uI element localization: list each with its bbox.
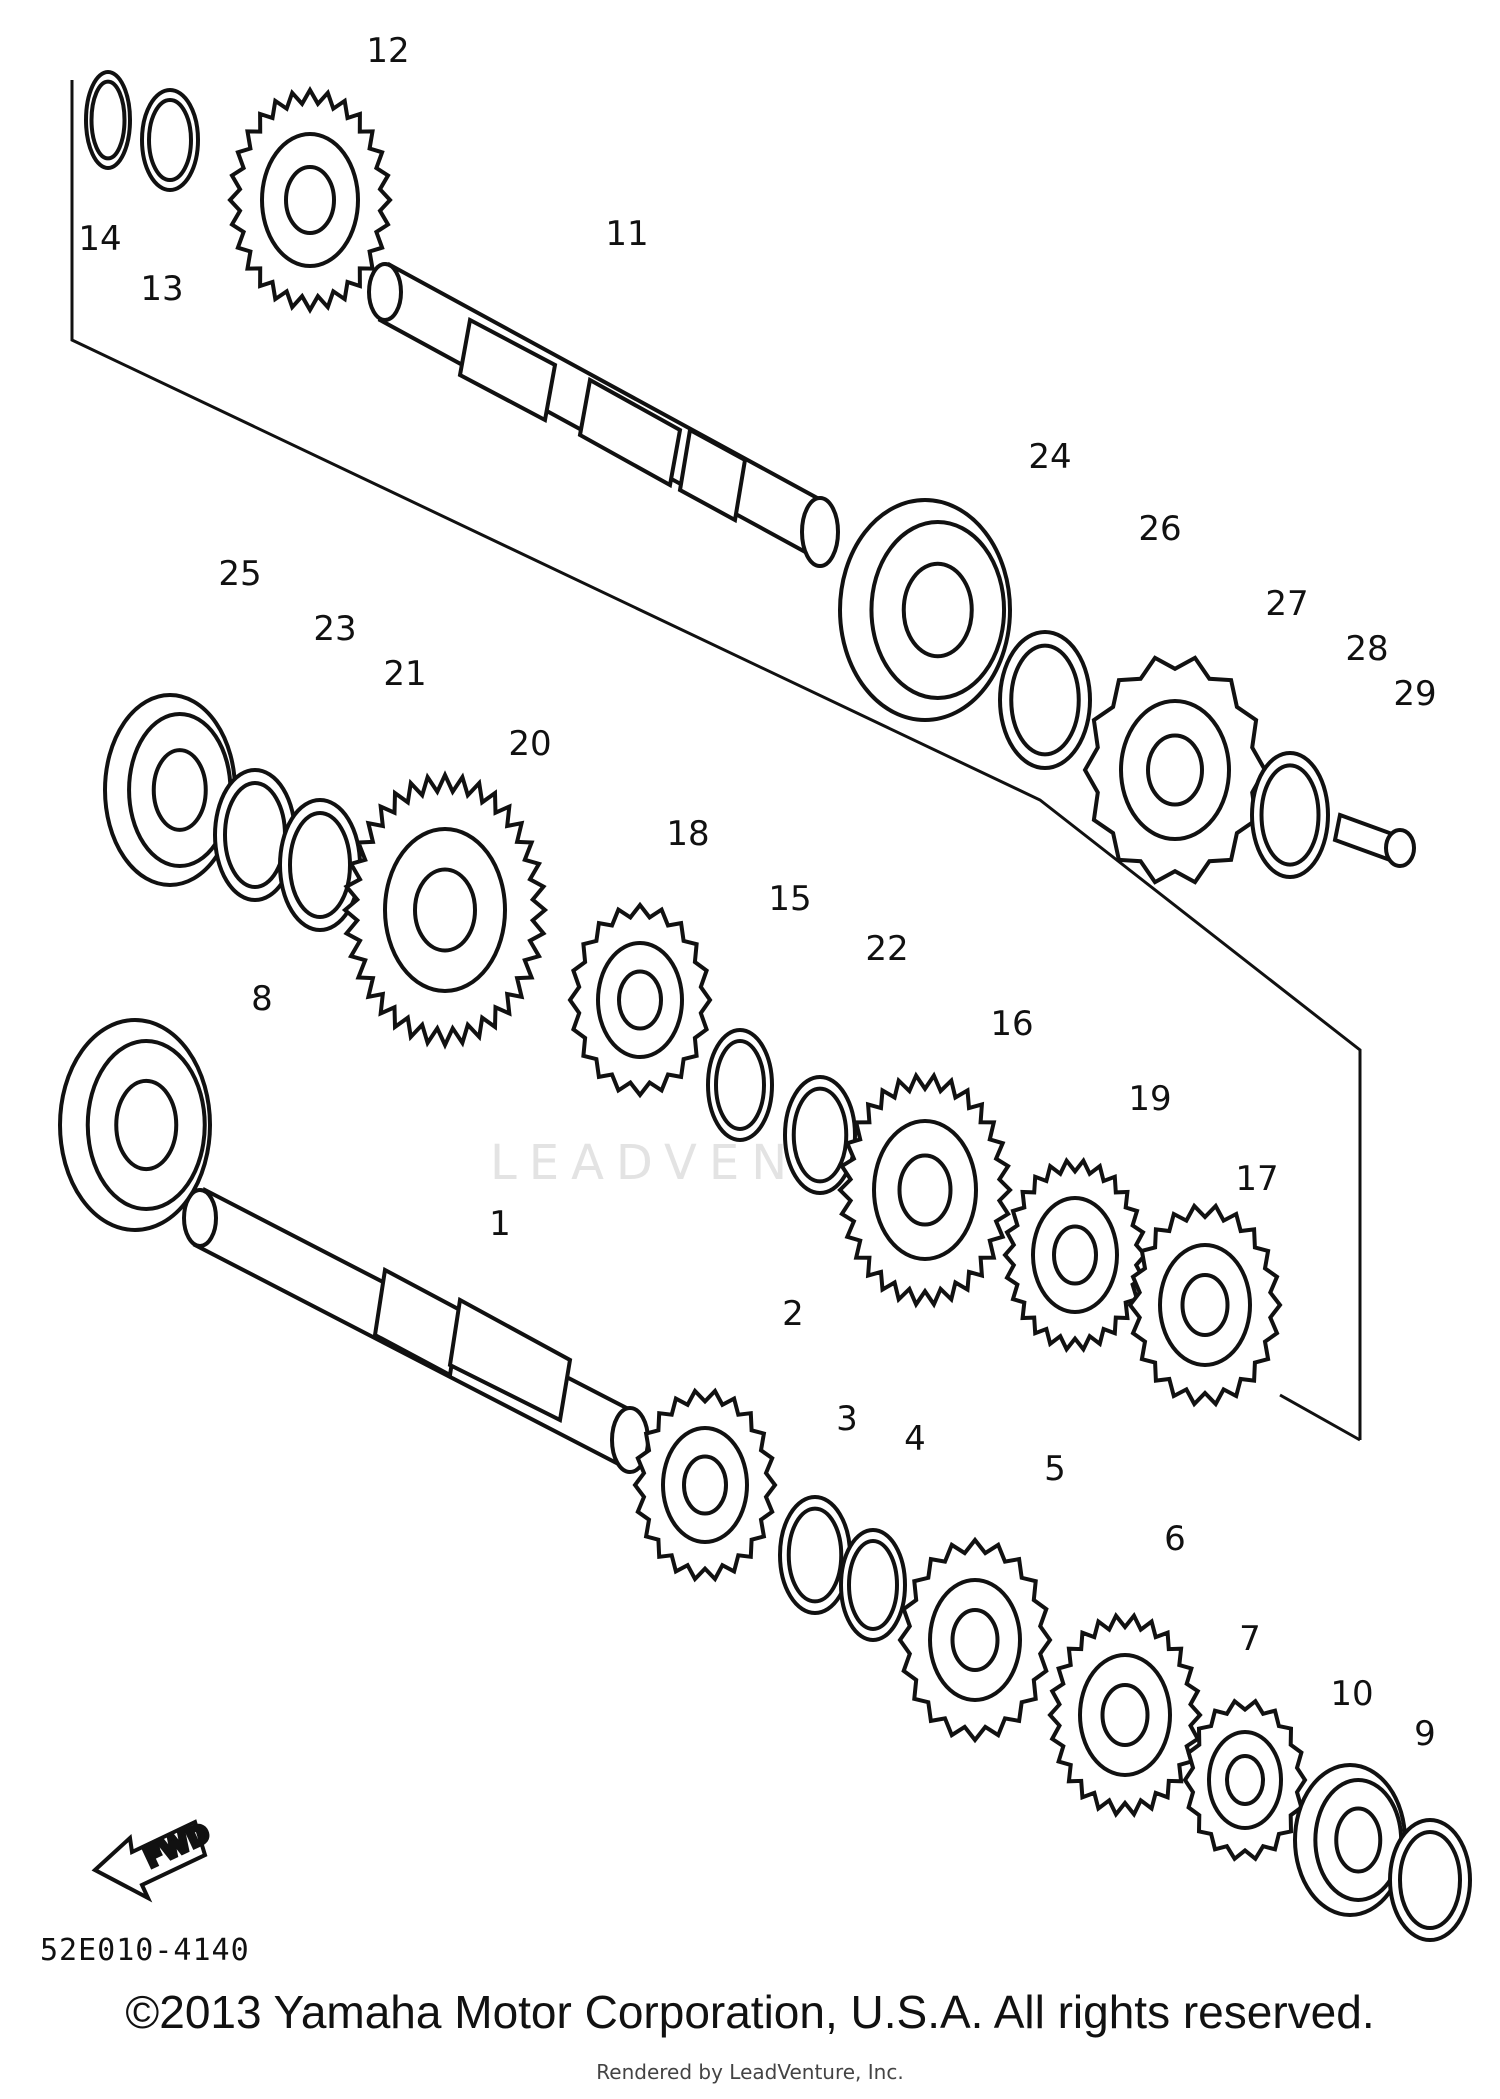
part-label-15: 15 bbox=[768, 879, 811, 919]
main-axle bbox=[367, 261, 840, 568]
washer-21 bbox=[278, 798, 362, 932]
rendered-by-credit: Rendered by LeadVenture, Inc. bbox=[596, 2060, 904, 2084]
gear-18 bbox=[567, 901, 713, 1099]
part-label-17: 17 bbox=[1235, 1159, 1278, 1199]
part-label-27: 27 bbox=[1265, 584, 1308, 624]
part-label-14: 14 bbox=[78, 219, 121, 259]
gear-5 bbox=[897, 1536, 1053, 1744]
part-label-19: 19 bbox=[1128, 1079, 1171, 1119]
oil-seal-26 bbox=[998, 630, 1092, 770]
part-label-11: 11 bbox=[605, 214, 648, 254]
part-label-28: 28 bbox=[1345, 629, 1388, 669]
parts-layer bbox=[58, 70, 1472, 1942]
circlip-3 bbox=[778, 1495, 852, 1615]
circlip-23 bbox=[213, 768, 297, 902]
part-label-4: 4 bbox=[904, 1419, 926, 1459]
washer-4 bbox=[839, 1528, 907, 1642]
gear-12 bbox=[227, 85, 393, 315]
circlip-14 bbox=[84, 70, 132, 170]
part-label-21: 21 bbox=[383, 654, 426, 694]
gear-6 bbox=[1047, 1611, 1203, 1819]
part-label-23: 23 bbox=[313, 609, 356, 649]
part-label-16: 16 bbox=[990, 1004, 1033, 1044]
part-label-24: 24 bbox=[1028, 437, 1071, 477]
gear-19 bbox=[1002, 1156, 1148, 1354]
part-label-26: 26 bbox=[1138, 509, 1181, 549]
circlip-15 bbox=[706, 1028, 774, 1142]
bearing-24 bbox=[838, 498, 1012, 722]
part-label-6: 6 bbox=[1164, 1519, 1186, 1559]
part-label-2: 2 bbox=[782, 1294, 804, 1334]
part-label-12: 12 bbox=[366, 31, 409, 71]
washer-22 bbox=[783, 1075, 857, 1195]
part-label-1: 1 bbox=[489, 1204, 511, 1244]
part-label-20: 20 bbox=[508, 724, 551, 764]
oil-seal-9 bbox=[1388, 1818, 1472, 1942]
gear-17 bbox=[1127, 1202, 1283, 1408]
part-label-10: 10 bbox=[1330, 1674, 1373, 1714]
sprocket-27 bbox=[1082, 655, 1268, 885]
gear-7 bbox=[1182, 1698, 1308, 1862]
part-label-29: 29 bbox=[1393, 674, 1436, 714]
lock-washer-28 bbox=[1250, 751, 1330, 879]
part-label-5: 5 bbox=[1044, 1449, 1066, 1489]
gear-20 bbox=[341, 770, 549, 1050]
gear-2 bbox=[632, 1387, 778, 1583]
part-label-18: 18 bbox=[666, 814, 709, 854]
part-label-25: 25 bbox=[218, 554, 261, 594]
copyright-notice: ©2013 Yamaha Motor Corporation, U.S.A. A… bbox=[125, 1986, 1375, 2038]
bearing-10 bbox=[1293, 1763, 1407, 1917]
washer-13 bbox=[140, 88, 200, 192]
part-label-13: 13 bbox=[140, 269, 183, 309]
fwd-arrow-icon: FWD bbox=[91, 1816, 217, 1903]
bearing-8 bbox=[58, 1018, 212, 1232]
drive-axle bbox=[182, 1186, 650, 1474]
bearing-25 bbox=[103, 693, 237, 887]
assembly-outline bbox=[70, 80, 1362, 1442]
bolt-29 bbox=[1332, 812, 1416, 868]
part-label-3: 3 bbox=[836, 1399, 858, 1439]
diagram-code: 52E010-4140 bbox=[40, 1933, 250, 1968]
gear-16 bbox=[837, 1071, 1013, 1309]
part-label-9: 9 bbox=[1414, 1714, 1436, 1754]
part-label-22: 22 bbox=[865, 929, 908, 969]
part-label-8: 8 bbox=[251, 979, 273, 1019]
part-label-7: 7 bbox=[1239, 1619, 1261, 1659]
